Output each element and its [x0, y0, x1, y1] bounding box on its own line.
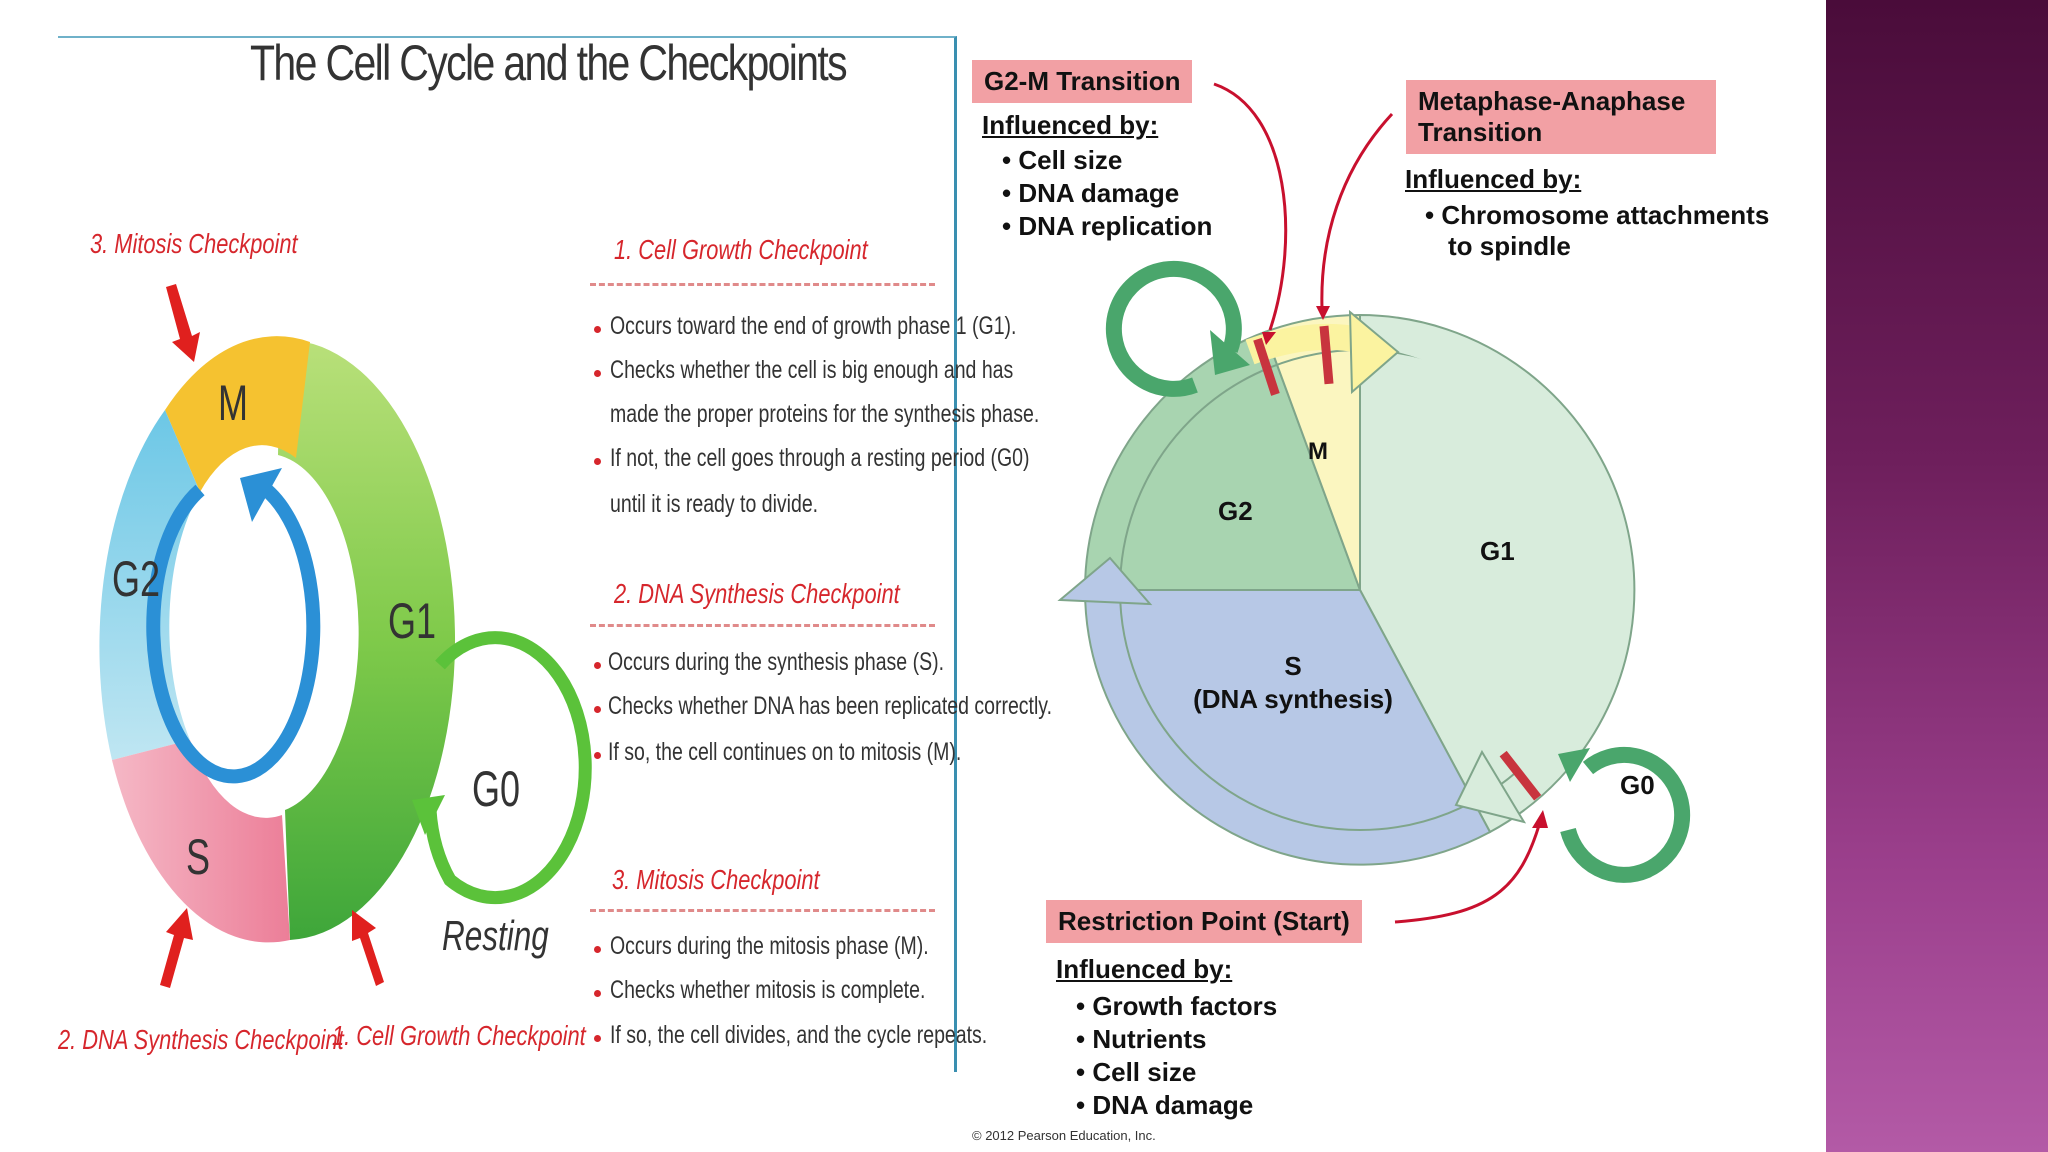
g0-loop-arrow: [423, 631, 592, 905]
metaphase-anaphase-box: Metaphase-Anaphase Transition: [1406, 80, 1716, 154]
g2m-pointer-head: [1262, 332, 1276, 345]
decorative-side-strip: [1826, 0, 2048, 1152]
bullet-dot: [594, 1035, 601, 1042]
right-g1-label: G1: [1480, 536, 1515, 566]
right-g0-label: G0: [1620, 770, 1655, 800]
m-top-arrowhead: [1348, 309, 1400, 395]
m-segment: [165, 336, 310, 492]
phase-pie: [1083, 313, 1636, 866]
bullet-dot: [594, 946, 601, 953]
meta-factor-line-1: • Chromosome attachments: [1425, 200, 1770, 230]
section-3-line-1: Occurs during the mitosis phase (M).: [610, 932, 929, 960]
growth-checkpoint-arrow: [352, 910, 384, 986]
meta-factor-text: Chromosome attachments: [1441, 200, 1770, 230]
section-3-heading: 3. Mitosis Checkpoint: [612, 864, 820, 895]
dna-checkpoint-arrow: [160, 908, 193, 988]
left-g1-label: G1: [388, 593, 437, 649]
s-wedge: [1083, 589, 1492, 866]
bullet-dot: [594, 458, 601, 465]
section-2-heading: 2. DNA Synthesis Checkpoint: [614, 578, 900, 609]
meta-title-line-2: Transition: [1418, 117, 1543, 147]
g0-right-loop-arrow: [1560, 746, 1691, 883]
section-2-line-1: Occurs during the synthesis phase (S).: [608, 648, 944, 676]
bullet-dot: [594, 326, 601, 333]
restriction-factor: DNA damage: [1076, 1089, 1277, 1122]
bullet-dot: [594, 990, 601, 997]
g0-right-loop-arrowhead: [1558, 748, 1590, 782]
g2m-factor: DNA replication: [1002, 210, 1212, 243]
s-left-arrowhead: [1057, 556, 1153, 606]
inner-cycle-arrow: [146, 479, 321, 784]
page-title: The Cell Cycle and the Checkpoints: [250, 35, 848, 91]
g2-loop-arrow: [1105, 260, 1242, 397]
right-s-label: S (DNA synthesis): [1178, 650, 1408, 716]
meta-title-line-1: Metaphase-Anaphase: [1418, 86, 1686, 116]
section-3-divider: [590, 909, 935, 912]
g2-loop-arrowhead: [1210, 330, 1250, 375]
growth-checkpoint-label: 1. Cell Growth Checkpoint: [332, 1020, 586, 1051]
right-s-label-line-1: S: [1284, 651, 1302, 681]
section-1-line-1: Occurs toward the end of growth phase 1 …: [610, 312, 1017, 340]
meta-factor-list: • Chromosome attachments to spindle: [1425, 200, 1769, 262]
section-1-divider: [590, 283, 935, 286]
bullet-dot: [594, 662, 601, 669]
right-g2-label: G2: [1218, 496, 1253, 526]
section-2-line-2: Checks whether DNA has been replicated c…: [608, 692, 1053, 720]
meta-factor-line-2: to spindle: [1448, 231, 1571, 261]
left-g2-label: G2: [112, 551, 161, 607]
g2m-transition-box: G2-M Transition: [972, 60, 1193, 103]
g1-outer-arc: [1382, 321, 1613, 791]
s-segment: [112, 740, 290, 943]
g2m-pointer-line: [1213, 82, 1288, 331]
bullet-dot: [594, 370, 601, 377]
right-s-label-line-2: (DNA synthesis): [1193, 684, 1393, 714]
g0-loop-arrowhead: [412, 795, 445, 835]
meta-pointer-head: [1316, 306, 1330, 320]
g2m-factor: Cell size: [1002, 144, 1212, 177]
meta-pointer-line: [1320, 112, 1394, 309]
g1-segment: [278, 339, 456, 940]
dna-checkpoint-label: 2. DNA Synthesis Checkpoint: [58, 1024, 344, 1055]
restriction-point-box: Restriction Point (Start): [1046, 900, 1362, 943]
m-wedge: [1263, 313, 1361, 591]
mitosis-checkpoint-label: 3. Mitosis Checkpoint: [90, 228, 298, 259]
g2m-factor: DNA damage: [1002, 177, 1212, 210]
left-g0-label: G0: [472, 761, 521, 817]
g2m-influenced-label: Influenced by:: [982, 110, 1159, 140]
section-1-line-2: Checks whether the cell is big enough an…: [610, 356, 1014, 384]
restriction-factor: Growth factors: [1076, 990, 1277, 1023]
section-3-line-3: If so, the cell divides, and the cycle r…: [610, 1021, 988, 1049]
bullet-dot: [594, 706, 601, 713]
resting-label: Resting: [442, 912, 549, 959]
section-2-line-3: If so, the cell continues on to mitosis …: [608, 738, 962, 766]
restriction-influenced-label: Influenced by:: [1056, 954, 1233, 984]
restriction-factor: Nutrients: [1076, 1023, 1277, 1056]
restriction-pointer-head: [1532, 810, 1548, 828]
restriction-checkpoint-bar: [1499, 750, 1542, 801]
meta-influenced-label: Influenced by:: [1405, 164, 1582, 194]
restriction-factor-list: Growth factors Nutrients Cell size DNA d…: [1076, 990, 1277, 1122]
copyright-text: © 2012 Pearson Education, Inc.: [972, 1128, 1156, 1143]
meta-checkpoint-bar: [1319, 325, 1334, 385]
g1-bottom-arrowhead: [1454, 749, 1527, 824]
section-1-heading: 1. Cell Growth Checkpoint: [614, 234, 868, 265]
section-2-divider: [590, 624, 935, 627]
section-1-line-4: If not, the cell goes through a resting …: [610, 444, 1030, 472]
right-m-label: M: [1308, 438, 1328, 465]
restriction-pointer-line: [1394, 821, 1542, 924]
mitosis-checkpoint-arrow: [166, 284, 200, 362]
restriction-factor: Cell size: [1076, 1056, 1277, 1089]
checkpoint-arrows: [160, 284, 384, 988]
bullet-dot: [594, 752, 601, 759]
section-3-line-2: Checks whether mitosis is complete.: [610, 976, 926, 1004]
left-m-label: M: [218, 375, 248, 431]
left-s-label: S: [186, 829, 211, 885]
section-1-line-3: made the proper proteins for the synthes…: [610, 400, 1040, 428]
g2m-factor-list: Cell size DNA damage DNA replication: [1002, 144, 1212, 243]
section-1-line-5: until it is ready to divide.: [610, 490, 819, 518]
g2m-checkpoint-bar: [1253, 337, 1280, 396]
inner-cycle-arrowhead: [240, 468, 282, 522]
